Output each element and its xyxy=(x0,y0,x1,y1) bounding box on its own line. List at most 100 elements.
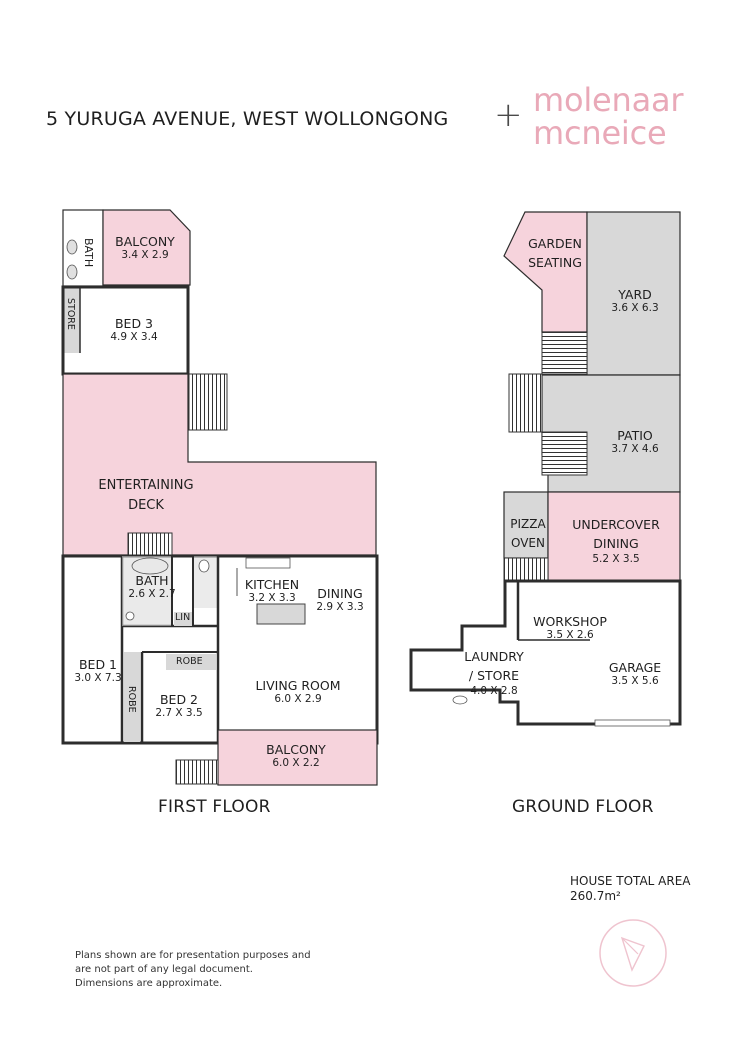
brand-line-2: mcneice xyxy=(533,114,667,152)
kitchen-dims: 3.2 X 3.3 xyxy=(248,592,296,604)
patio-dims: 3.7 X 4.6 xyxy=(611,443,659,455)
lin-label: LIN xyxy=(175,612,191,623)
dining-name: DINING xyxy=(317,586,363,601)
living-name: LIVING ROOM xyxy=(255,678,341,693)
garden-label: GARDEN SEATING xyxy=(522,234,588,272)
entertaining-deck xyxy=(63,374,376,555)
bath-dims: 2.6 X 2.7 xyxy=(128,588,176,600)
disclaimer-line-3: Dimensions are approximate. xyxy=(75,978,223,989)
property-address: 5 YURUGA AVENUE, WEST WOLLONGONG xyxy=(46,108,449,130)
yard-name: YARD xyxy=(618,287,652,302)
deck-steps xyxy=(127,532,173,556)
yard-label: YARD 3.6 X 6.3 xyxy=(598,287,672,314)
bath-top-label: BATH xyxy=(82,238,95,268)
patio-label: PATIO 3.7 X 4.6 xyxy=(598,428,672,455)
bed3-name: BED 3 xyxy=(114,316,154,331)
bed2-label: BED 2 2.7 X 3.5 xyxy=(148,692,210,719)
dining-stairs xyxy=(503,557,549,581)
compass-logo-icon xyxy=(599,919,667,987)
robe-top xyxy=(166,654,216,670)
total-area-value: 260.7m² xyxy=(570,889,621,903)
dining-label: DINING 2.9 X 3.3 xyxy=(308,586,372,613)
laundry-line-2: / STORE xyxy=(468,668,520,683)
ground-floor-plan xyxy=(409,211,682,727)
disclaimer-line-2: are not part of any legal document. xyxy=(75,964,253,975)
garden-stairs xyxy=(541,331,588,375)
disclaimer: Plans shown are for presentation purpose… xyxy=(75,949,311,991)
workshop-dims: 3.5 X 2.6 xyxy=(546,629,594,641)
workshop-label: WORKSHOP 3.5 X 2.6 xyxy=(524,614,616,641)
patio-stairs xyxy=(541,431,588,476)
first-floor-interior xyxy=(61,554,379,745)
bed2-dims: 2.7 X 3.5 xyxy=(155,707,203,719)
balcony-top-room xyxy=(103,210,190,285)
first-floor-plan xyxy=(61,209,379,786)
kitchen-label: KITCHEN 3.2 X 3.3 xyxy=(234,577,310,604)
robe-side-label: ROBE xyxy=(126,686,137,713)
undercover-dining xyxy=(548,492,680,581)
laundry-label: LAUNDRY / STORE 4.0 X 2.8 xyxy=(446,647,542,698)
garden-line-1: GARDEN xyxy=(528,236,582,251)
undercover-line-2: DINING xyxy=(593,536,639,551)
balcony-dims: 6.0 X 2.2 xyxy=(272,757,320,769)
store-room xyxy=(63,287,80,353)
living-dims: 6.0 X 2.9 xyxy=(274,693,322,705)
garage-dims: 3.5 X 5.6 xyxy=(611,675,659,687)
pizza-line-2: OVEN xyxy=(510,536,545,550)
bed2-name: BED 2 xyxy=(159,692,199,707)
bed3-label: BED 3 4.9 X 3.4 xyxy=(94,316,174,343)
ground-floor-title: GROUND FLOOR xyxy=(512,797,654,817)
total-area: HOUSE TOTAL AREA 260.7m² xyxy=(570,874,691,904)
bath-label: BATH 2.6 X 2.7 xyxy=(124,573,180,600)
balcony-top-label: BALCONY 3.4 X 2.9 xyxy=(107,234,183,261)
brand-logo: molenaar mcneice xyxy=(533,81,684,152)
kitchen-name: KITCHEN xyxy=(244,577,300,592)
bed1-dims: 3.0 X 7.3 xyxy=(74,672,122,684)
ground-interior xyxy=(411,581,680,724)
deck-line-2: DECK xyxy=(128,498,164,513)
undercover-dims: 5.2 X 3.5 xyxy=(592,553,640,565)
deck-stairs xyxy=(188,373,228,431)
balcony-room xyxy=(218,730,377,785)
bed3-dims: 4.9 X 3.4 xyxy=(110,331,158,343)
disclaimer-line-1: Plans shown are for presentation purpose… xyxy=(75,950,311,961)
garage-label: GARAGE 3.5 X 5.6 xyxy=(598,660,672,687)
balcony-top-dims: 3.4 X 2.9 xyxy=(121,249,169,261)
store-label: STORE xyxy=(65,298,76,330)
garden-seating xyxy=(504,212,587,332)
laundry-dims: 4.0 X 2.8 xyxy=(470,685,518,697)
living-label: LIVING ROOM 6.0 X 2.9 xyxy=(238,678,358,705)
laundry-line-1: LAUNDRY xyxy=(464,649,524,664)
kitchen-island xyxy=(256,603,306,625)
bed1-label: BED 1 3.0 X 7.3 xyxy=(68,657,128,684)
bath-name: BATH xyxy=(135,573,169,588)
yard-dims: 3.6 X 6.3 xyxy=(611,302,659,314)
undercover-line-1: UNDERCOVER xyxy=(572,517,660,532)
linen-room xyxy=(174,612,192,626)
patio-side-stairs xyxy=(508,373,543,433)
patio-name: PATIO xyxy=(617,428,653,443)
deck-line-1: ENTERTAINING xyxy=(98,478,194,493)
dining-dims: 2.9 X 3.3 xyxy=(316,601,364,613)
robe-top-label: ROBE xyxy=(176,656,203,667)
robe-side xyxy=(124,652,140,742)
first-floor-title: FIRST FLOOR xyxy=(158,797,271,817)
pizza-oven xyxy=(504,492,548,558)
pizza-line-1: PIZZA xyxy=(510,517,546,531)
garden-line-2: SEATING xyxy=(528,255,582,270)
brand-plus-icon: + xyxy=(494,95,523,135)
undercover-label: UNDERCOVER DINING 5.2 X 3.5 xyxy=(556,515,676,566)
bed1-name: BED 1 xyxy=(78,657,118,672)
deck-label: ENTERTAINING DECK xyxy=(86,476,206,516)
pizza-label: PIZZA OVEN xyxy=(505,515,551,553)
total-area-label: HOUSE TOTAL AREA xyxy=(570,874,691,888)
yard xyxy=(587,212,680,375)
balcony-top-name: BALCONY xyxy=(115,234,175,249)
balcony-label: BALCONY 6.0 X 2.2 xyxy=(250,742,342,769)
balcony-name: BALCONY xyxy=(266,742,326,757)
brand-line-1: molenaar xyxy=(533,81,684,119)
garage-name: GARAGE xyxy=(608,660,662,675)
balcony-stairs xyxy=(175,759,219,785)
workshop-name: WORKSHOP xyxy=(533,614,607,629)
